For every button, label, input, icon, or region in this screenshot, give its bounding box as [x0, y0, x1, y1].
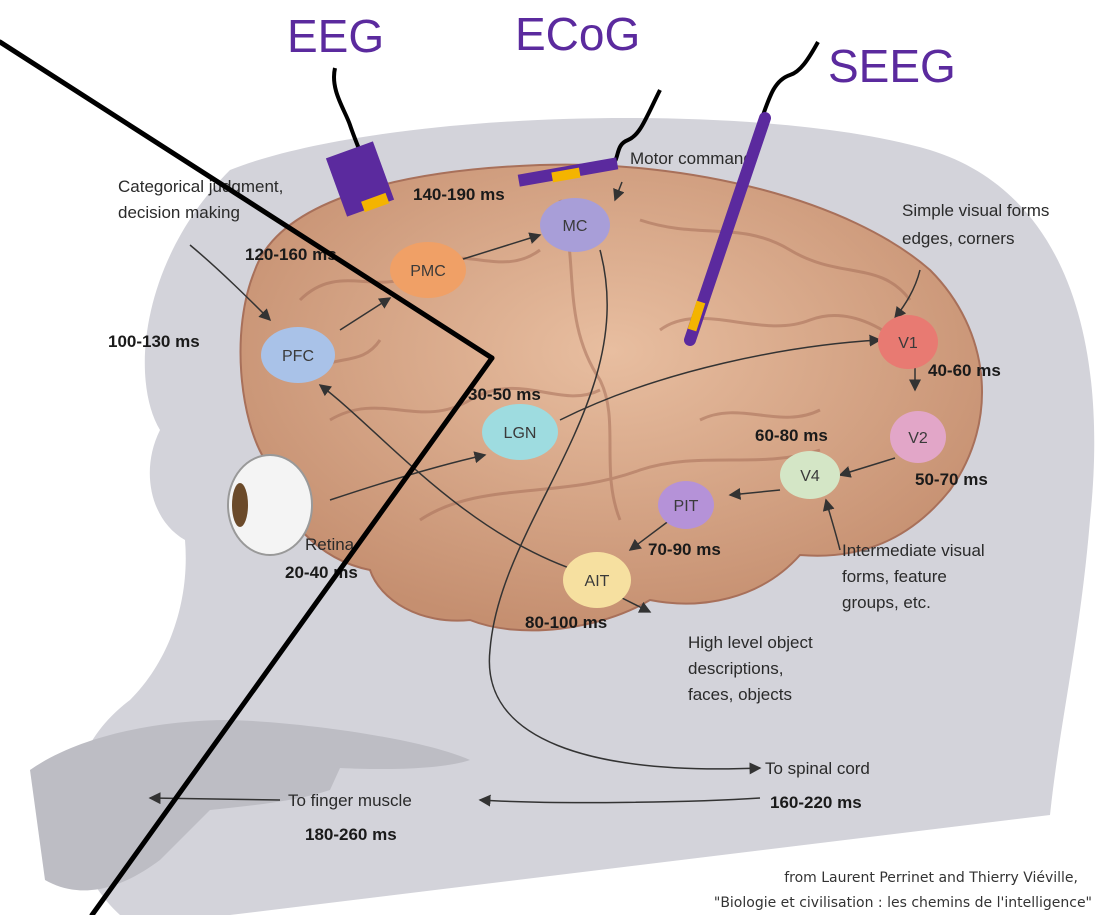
- intermediate-line1: Intermediate visual: [842, 541, 985, 560]
- latency-ait: 80-100 ms: [525, 613, 607, 632]
- credit-line1: from Laurent Perrinet and Thierry Viévil…: [784, 870, 1078, 886]
- eeg-label: EEG: [287, 10, 384, 62]
- simple-forms-line1: Simple visual forms: [902, 201, 1049, 220]
- label-ait: AIT: [585, 573, 610, 590]
- motor-command-label: Motor command: [630, 149, 753, 168]
- seeg-wire: [762, 42, 818, 118]
- label-lgn: LGN: [504, 425, 537, 442]
- latency-mc: 140-190 ms: [413, 185, 505, 204]
- seeg-label: SEEG: [828, 40, 956, 92]
- label-pfc: PFC: [282, 348, 314, 365]
- latency-spinal: 160-220 ms: [770, 793, 862, 812]
- label-v2: V2: [908, 430, 928, 447]
- credit-line2: "Biologie et civilisation : les chemins …: [714, 895, 1092, 911]
- retina-label: Retina: [305, 535, 355, 554]
- label-pit: PIT: [674, 498, 699, 515]
- high-level-line2: descriptions,: [688, 659, 783, 678]
- latency-v1: 40-60 ms: [928, 361, 1001, 380]
- categorical-line1: Categorical judgment,: [118, 177, 283, 196]
- intermediate-line2: forms, feature: [842, 567, 947, 586]
- latency-lgn: 30-50 ms: [468, 385, 541, 404]
- spinal-cord-label: To spinal cord: [765, 759, 870, 778]
- latency-pit: 70-90 ms: [648, 540, 721, 559]
- intermediate-line3: groups, etc.: [842, 593, 931, 612]
- latency-finger: 180-260 ms: [305, 825, 397, 844]
- label-v4: V4: [800, 468, 820, 485]
- simple-forms-line2: edges, corners: [902, 229, 1014, 248]
- ecog-label: ECoG: [515, 8, 640, 60]
- latency-pfc: 100-130 ms: [108, 332, 200, 351]
- high-level-line1: High level object: [688, 633, 813, 652]
- label-pmc: PMC: [410, 263, 446, 280]
- categorical-line2: decision making: [118, 203, 240, 222]
- finger-muscle-label: To finger muscle: [288, 791, 412, 810]
- latency-v2: 50-70 ms: [915, 470, 988, 489]
- latency-retina: 20-40 ms: [285, 563, 358, 582]
- eye: [228, 455, 312, 555]
- label-mc: MC: [563, 218, 588, 235]
- high-level-line3: faces, objects: [688, 685, 792, 704]
- label-v1: V1: [898, 335, 918, 352]
- latency-v4: 60-80 ms: [755, 426, 828, 445]
